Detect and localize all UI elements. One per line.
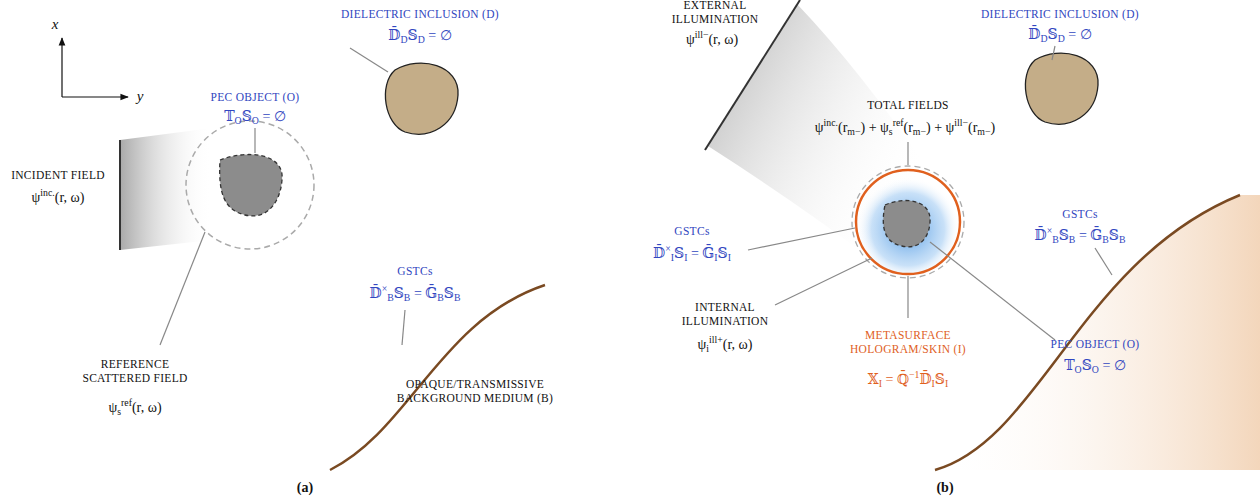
dielectric-inclusion — [385, 63, 458, 134]
pec-object — [220, 155, 282, 216]
equation: 𝔻̄×B𝕊B = 𝔾̄B𝕊B — [370, 286, 461, 303]
equation: 𝕋O𝕊O = ∅ — [224, 109, 286, 126]
field-name: TOTAL FIELDS — [867, 99, 949, 113]
axis-label: y — [137, 87, 144, 105]
region-name: METASURFACE HOLOGRAM/SKIN (I) — [833, 329, 983, 357]
field-symbol: ψsref(r, ω) — [108, 400, 161, 417]
equation: 𝔻̄×B𝕊B = 𝔾̄B𝕊B — [1035, 228, 1126, 245]
equation: 𝔻̄D𝕊D = ∅ — [388, 28, 451, 45]
scattering-circle — [186, 121, 314, 249]
axis-label: x — [52, 15, 59, 33]
axes — [62, 38, 128, 97]
field-symbol: ψiill+(r, ω) — [698, 337, 753, 354]
region-name: GSTCs — [1062, 208, 1097, 222]
equation: 𝕋O𝕊O = ∅ — [1064, 358, 1126, 375]
source-line — [119, 140, 121, 250]
field-name: REFERENCE SCATTERED FIELD — [80, 358, 190, 386]
field-symbol: ψinc.(r, ω) — [32, 190, 85, 207]
region-name: GSTCs — [397, 265, 432, 279]
dielectric-inclusion — [1025, 53, 1098, 124]
leader-lines — [748, 46, 1112, 340]
pec-object — [883, 201, 930, 247]
field-name: INCIDENT FIELD — [8, 169, 108, 183]
equation: 𝔻̄×I𝕊I = 𝔾̄I𝕊I — [653, 246, 731, 263]
region-name: DIELECTRIC INCLUSION (D) — [981, 8, 1139, 22]
background-boundary — [330, 285, 545, 470]
external-beam — [708, 4, 930, 258]
region-name: GSTCs — [674, 225, 709, 239]
region-name: OPAQUE/TRANSMISSIVE BACKGROUND MEDIUM (B… — [393, 378, 558, 406]
field-symbol: ψill−(r, ω) — [686, 32, 738, 49]
equation: 𝔻̄D𝕊D = ∅ — [1028, 27, 1091, 44]
region-name: PEC OBJECT (O) — [211, 91, 300, 105]
leader-lines — [160, 48, 405, 345]
dashed-boundary — [852, 166, 964, 278]
panel-label: (b) — [936, 480, 953, 497]
background-boundary — [935, 195, 1240, 470]
panel-label: (a) — [297, 480, 313, 497]
region-name: DIELECTRIC INCLUSION (D) — [341, 8, 499, 22]
region-name: PEC OBJECT (O) — [1051, 338, 1140, 352]
field-equation: ψinc.(rm−) + ψsref(rm−) + ψill−(rm−) — [815, 120, 995, 137]
equation: 𝕏I = ℚ̄−1𝔻̄I𝕊I — [868, 372, 948, 389]
field-name: INTERNAL ILLUMINATION — [675, 301, 775, 329]
background-medium — [935, 195, 1260, 470]
field-name: EXTERNAL ILLUMINATION — [655, 0, 775, 27]
